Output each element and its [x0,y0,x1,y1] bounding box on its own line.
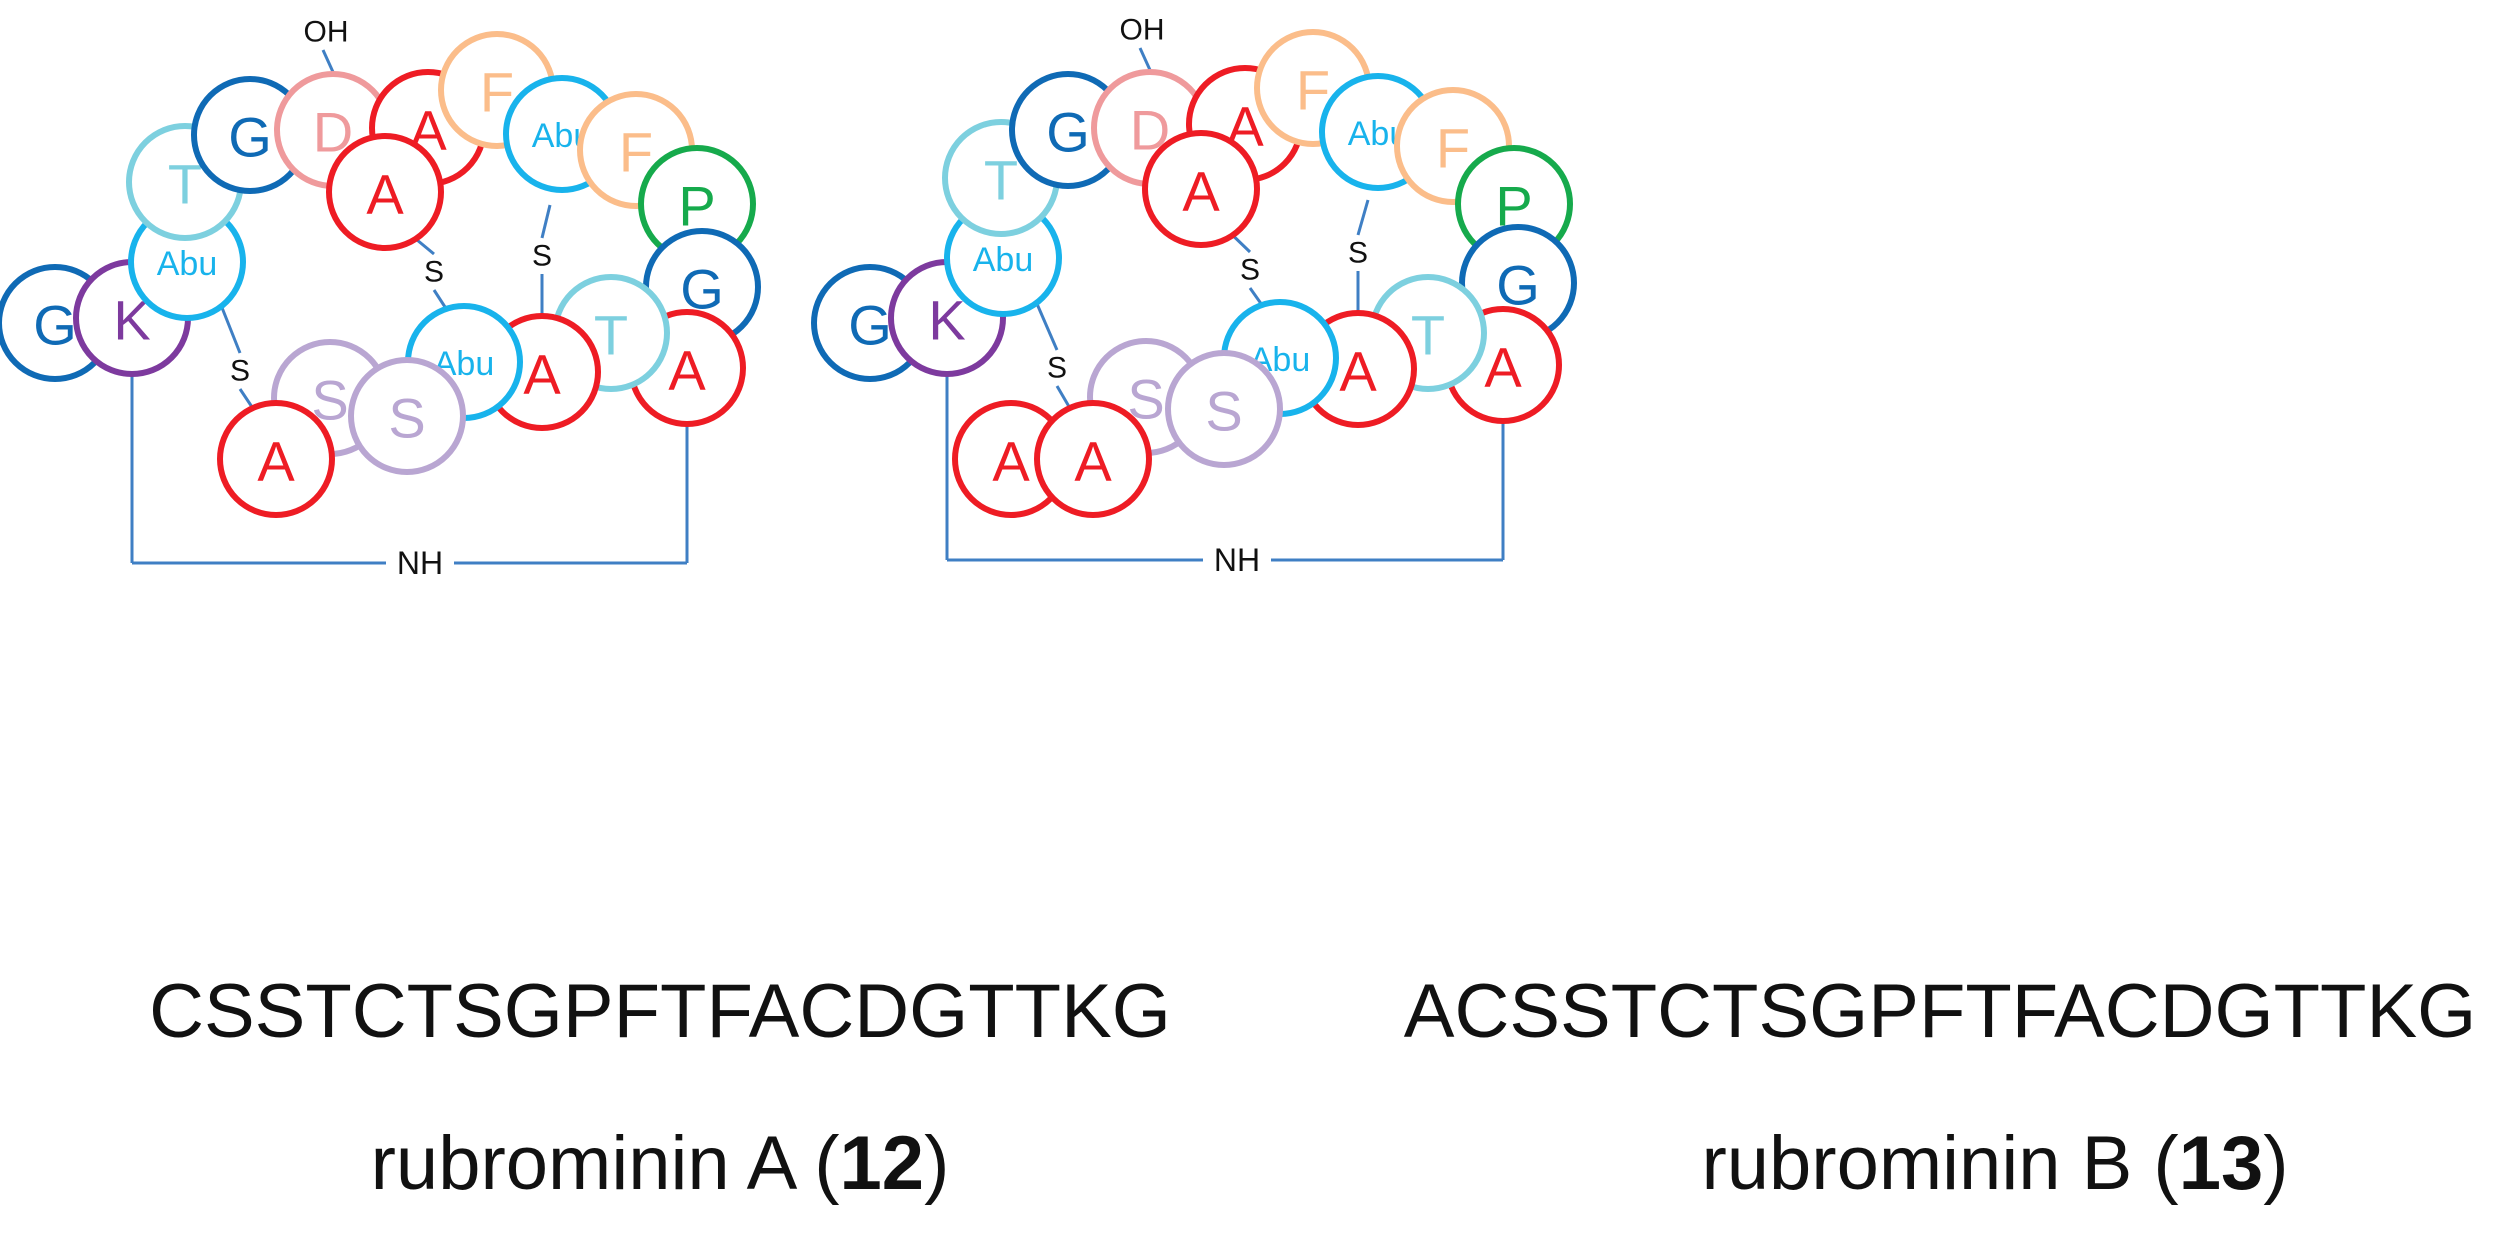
residue-label-b-1: K [928,289,965,352]
residue-b-7: A [1142,130,1260,248]
residue-circle-a-7 [326,133,444,251]
thioether-bond-a-2-upper [540,204,552,239]
residue-circle-b-20 [1034,400,1152,518]
oh-label-b: OH [1120,14,1165,47]
residue-b-20: A [1034,400,1152,518]
residue-label-a-7: A [366,163,404,226]
residue-label-b-18: S [1205,380,1242,443]
s-label-b-2: S [1348,237,1368,270]
residue-label-b-13: A [1484,336,1522,399]
oh-label-a: OH [304,16,349,49]
residue-b-18: S [1165,350,1283,468]
s-label-a-1: S [424,256,444,289]
residue-label-b-4: G [1046,101,1090,164]
residue-label-a-15: A [523,343,561,406]
residue-label-a-0: G [33,294,77,357]
residue-circle-b-7 [1142,130,1260,248]
caption-a-prefix: rubrominin A ( [370,1121,840,1206]
residue-label-a-19: A [257,430,295,493]
caption-a-suffix: ) [924,1121,950,1206]
s-label-a-2: S [532,240,552,273]
residue-label-b-15: A [1339,340,1377,403]
residue-a-18: S [348,357,466,475]
residue-label-b-12: G [1496,254,1540,317]
caption-b-suffix: ) [2263,1121,2289,1206]
sequence-a: CSSTCTSGPFTFACDGTTKG [149,969,1171,1054]
s-label-b-0: S [1047,352,1067,385]
s-label-b-1: S [1240,254,1260,287]
residue-label-b-0: G [848,294,892,357]
residue-circle-a-19 [217,400,335,518]
residue-a-19: A [217,400,335,518]
caption-a: rubrominin A (12) [371,1120,950,1207]
oh-bond-a [321,49,335,73]
residue-label-b-2: Abu [973,241,1034,279]
residue-b-10: F [1394,87,1512,205]
sequence-b: ACSSTCTSGPFTFACDGTTKG [1403,969,2477,1054]
residue-b-4: G [1009,71,1127,189]
residue-circle-a-18 [348,357,466,475]
nh-label-a: NH [397,545,443,581]
residue-label-a-11: P [678,175,715,238]
thioether-bond-b-2-upper [1356,199,1370,236]
residue-label-a-2: Abu [157,245,218,283]
nh-label-b: NH [1214,542,1260,578]
residue-label-a-13: A [668,339,706,402]
s-label-a-0: S [230,355,250,388]
residue-label-a-14: T [594,304,628,367]
compound-number-a: 12 [839,1121,925,1206]
residue-circle-b-18 [1165,350,1283,468]
residue-a-7: A [326,133,444,251]
residue-label-a-4: G [228,106,272,169]
residue-label-b-19: A [992,430,1030,493]
residue-b-19: A [952,400,1070,518]
residue-label-b-3: T [984,149,1018,212]
residue-label-b-10: F [1436,117,1470,180]
caption-b-prefix: rubrominin B ( [1701,1121,2179,1206]
residue-label-b-20: A [1074,430,1112,493]
residue-label-b-7: A [1182,160,1220,223]
caption-b: rubrominin B (13) [1701,1120,2288,1207]
oh-bond-b [1138,47,1152,71]
residue-label-a-3: T [168,153,202,216]
residue-label-b-14: T [1411,304,1445,367]
compound-number-b: 13 [2178,1121,2264,1206]
residue-label-a-18: S [388,387,425,450]
